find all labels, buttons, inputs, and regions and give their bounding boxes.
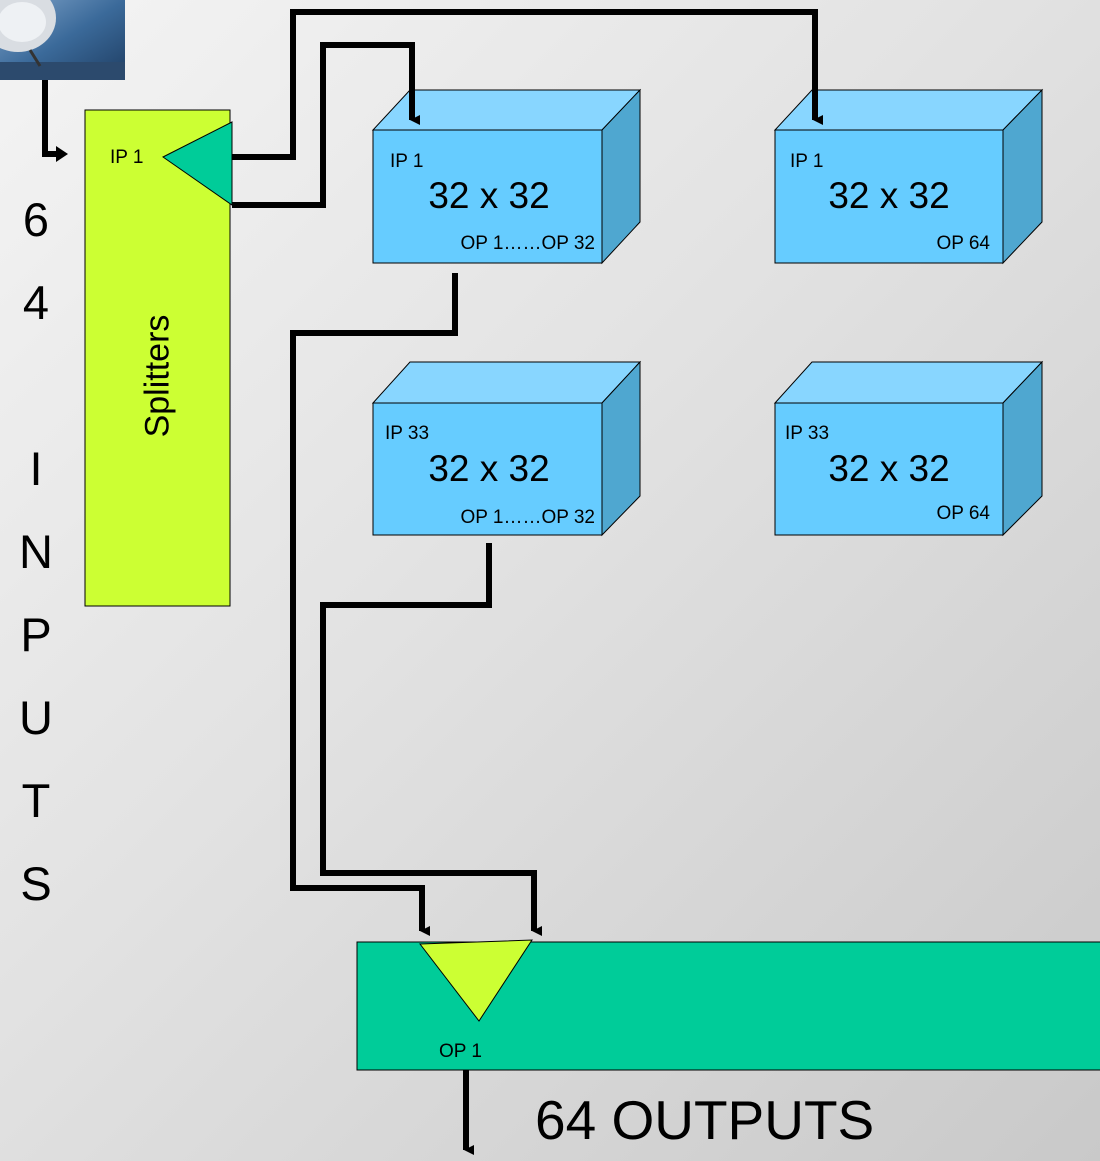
- matrix-1-size-label: 32 x 32: [428, 175, 549, 216]
- matrix-1: IP 1 32 x 32 OP 1……OP 32: [371, 88, 642, 265]
- splitter-title: Splitters: [138, 314, 177, 438]
- combiner-triangle: [419, 939, 533, 1022]
- inputs-letter: P: [20, 608, 52, 661]
- matrix-2: IP 1 32 x 32 OP 64: [773, 88, 1044, 265]
- antenna-to-splitter-wire: [42, 80, 58, 157]
- matrix-3: IP 33 32 x 32 OP 1……OP 32: [371, 360, 642, 537]
- matrix-1-to-combiner-wire: [290, 273, 458, 936]
- splitter-triangle: [162, 121, 233, 206]
- matrix-3-input-label: IP 33: [385, 423, 429, 444]
- matrix-4: IP 33 32 x 32 OP 64: [773, 360, 1044, 537]
- matrix-4-size-label: 32 x 32: [828, 448, 949, 489]
- matrix-3-output-label: OP 1……OP 32: [461, 507, 595, 528]
- inputs-letter: T: [21, 774, 51, 827]
- inputs-letter: N: [19, 525, 53, 578]
- matrix-2-output-label: OP 64: [936, 233, 990, 254]
- splitter-bar: [84, 109, 231, 607]
- inputs-vertical-label: 6 4 I N P U T S: [18, 178, 54, 925]
- matrix-3-to-combiner-wire: [320, 543, 542, 936]
- matrix-2-size-label: 32 x 32: [828, 175, 949, 216]
- combiner-port-label: OP 1: [439, 1041, 482, 1062]
- antenna-photo: [0, 0, 125, 80]
- matrix-4-input-label: IP 33: [785, 423, 829, 444]
- matrix-2-input-label: IP 1: [790, 151, 823, 172]
- inputs-letter: I: [29, 442, 43, 495]
- inputs-letter: U: [19, 691, 53, 744]
- outputs-label: 64 OUTPUTS: [535, 1089, 875, 1151]
- matrix-3-size-label: 32 x 32: [428, 448, 549, 489]
- matrix-1-output-label: OP 1……OP 32: [461, 233, 595, 254]
- splitter-to-matrix-2-wire: [232, 9, 823, 160]
- splitter-to-matrix-1-wire: [232, 42, 420, 208]
- antenna-to-splitter-arrowhead: [56, 146, 68, 162]
- inputs-letter: S: [20, 857, 52, 910]
- inputs-letter: 6: [22, 193, 50, 246]
- matrix-4-output-label: OP 64: [936, 503, 990, 524]
- matrix-1-input-label: IP 1: [390, 151, 423, 172]
- splitter-port-label: IP 1: [110, 147, 143, 168]
- inputs-letter: 4: [22, 276, 50, 329]
- inputs-letter-gap: [18, 344, 54, 427]
